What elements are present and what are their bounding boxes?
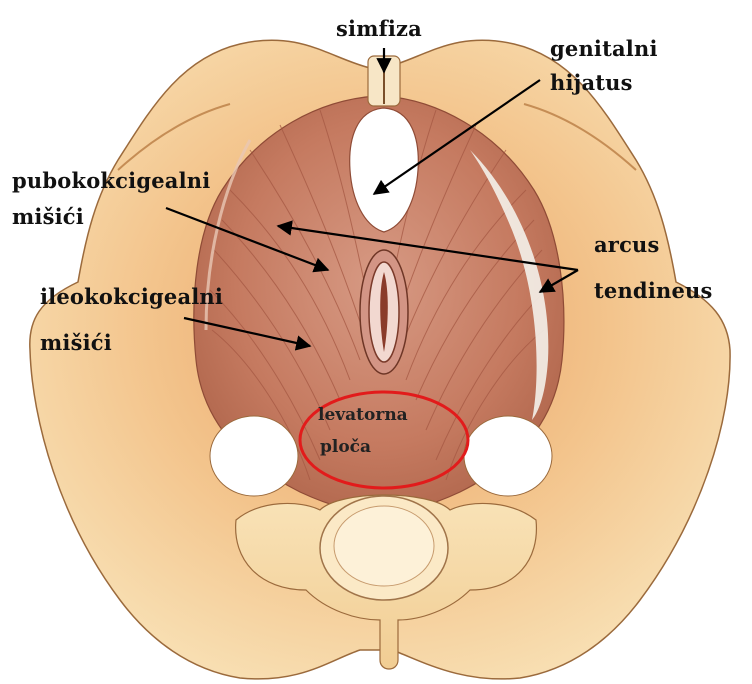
label-arcus-line2: tendineus <box>594 278 713 304</box>
sacral-body-inner <box>334 506 434 586</box>
label-levator-plate-line2: ploča <box>320 436 371 458</box>
label-levator-plate-line1: levatorna <box>318 404 408 426</box>
label-pubococcygeal-line1: pubokokcigealni <box>12 168 210 194</box>
label-arcus-line1: arcus <box>594 232 660 258</box>
label-symphysis: simfiza <box>336 16 422 42</box>
right-foramen <box>464 416 552 496</box>
left-foramen <box>210 416 298 496</box>
label-iliococcygeal-line2: mišići <box>40 330 112 356</box>
label-pubococcygeal-line2: mišići <box>12 204 84 230</box>
label-iliococcygeal-line1: ileokokcigealni <box>40 284 223 310</box>
label-genital-hiatus-line2: hijatus <box>550 70 633 96</box>
label-genital-hiatus-line1: genitalni <box>550 36 658 62</box>
